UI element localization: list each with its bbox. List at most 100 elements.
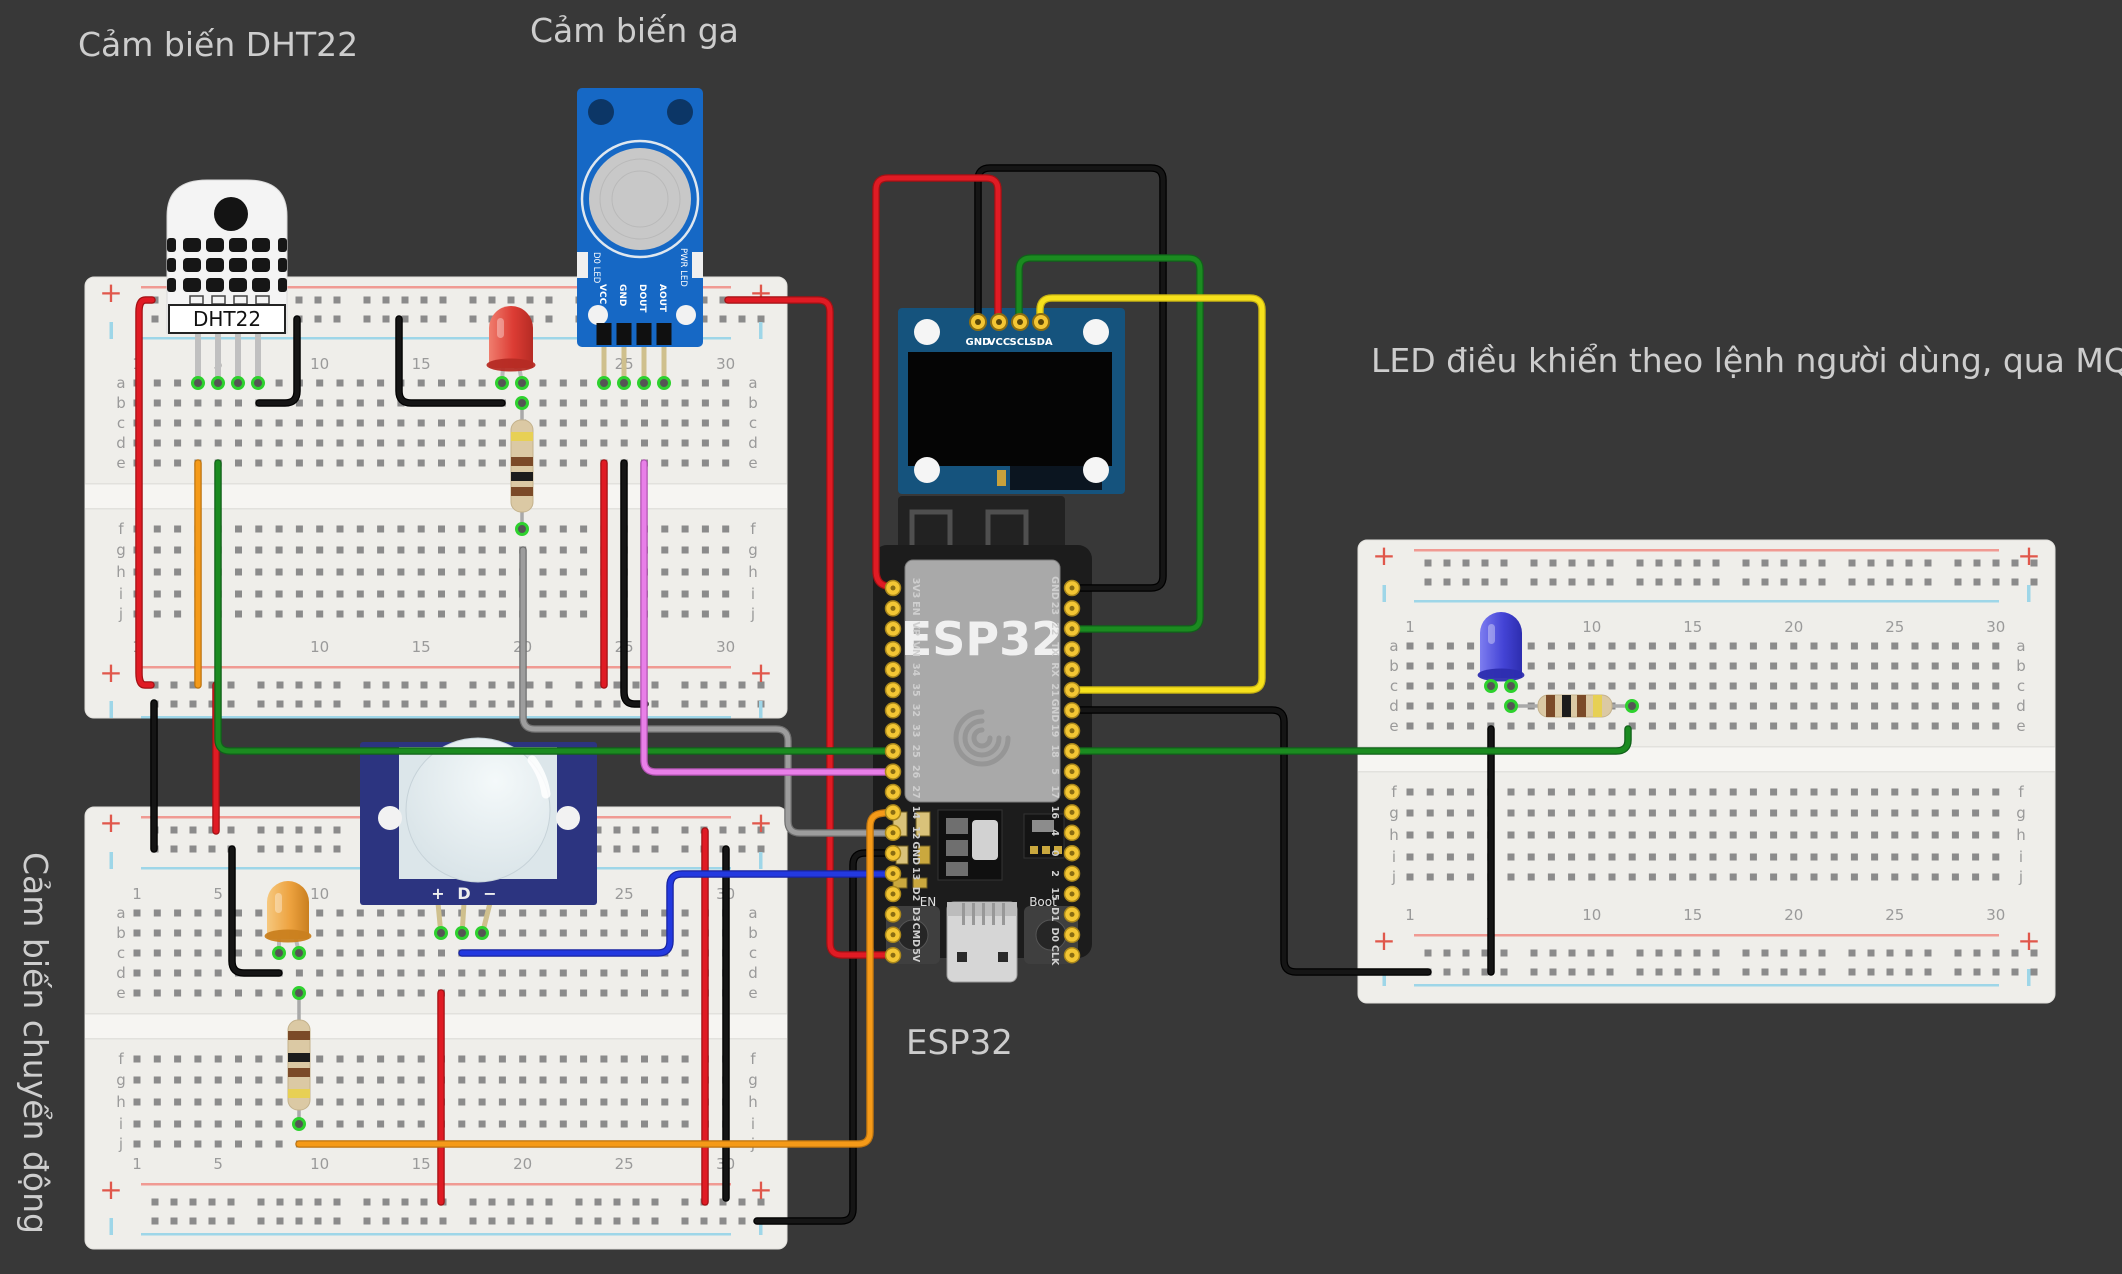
connection-ring <box>515 522 529 536</box>
wire-oled-sda[interactable] <box>1036 294 1266 694</box>
column-number: 10 <box>1582 906 1601 924</box>
wire-esp-gnd-left[interactable] <box>753 849 895 1225</box>
row-letter: d <box>2016 697 2026 715</box>
rail-minus-mark <box>109 701 113 718</box>
oled-mount-hole <box>1083 457 1109 483</box>
esp32-pin-label-right: GND <box>1049 576 1060 600</box>
connection-ring <box>515 396 529 410</box>
dht22-sensor[interactable]: DHT22 <box>166 179 288 385</box>
wire-rail-link-red[interactable] <box>135 296 156 689</box>
wire-oled-gnd[interactable] <box>974 164 1167 592</box>
resistor-band <box>1577 695 1586 717</box>
wire-pir-data-gpio13[interactable] <box>458 870 895 957</box>
pir-pin-label: + <box>431 884 444 903</box>
column-number: 10 <box>310 638 329 656</box>
esp32-pin-label-left: 27 <box>910 785 921 798</box>
resistor-right[interactable] <box>1512 694 1631 718</box>
column-number: 25 <box>1885 906 1904 924</box>
row-letter: a <box>116 904 125 922</box>
column-number: 20 <box>1784 618 1803 636</box>
motion-sensor-label[interactable]: Cảm biến chuyển động <box>15 852 55 1234</box>
esp32-shield <box>904 559 1061 803</box>
rail-plus-mark: + <box>99 276 122 309</box>
wire-dht-data-gpio25[interactable] <box>214 459 895 755</box>
esp32-pin-label-right: 2 <box>1049 870 1060 877</box>
rail-minus-mark <box>759 852 763 869</box>
blue-led[interactable] <box>1477 612 1525 688</box>
esp32-pin-label-right: 23 <box>1049 602 1060 615</box>
resistor-top[interactable] <box>510 403 534 528</box>
wire-gas-gnd-rail[interactable] <box>620 459 649 708</box>
wire-gray-gpio12[interactable] <box>519 546 895 837</box>
wire-gas-dout-gpio26[interactable] <box>640 459 895 776</box>
row-letter: e <box>116 984 125 1002</box>
connection-ring <box>617 376 631 390</box>
esp32-pin-label-left: 34 <box>910 663 921 677</box>
connection-ring <box>657 376 671 390</box>
resistor-band <box>1562 695 1571 717</box>
esp32-pin-label-right: 19 <box>1049 724 1060 737</box>
red-led[interactable] <box>486 306 536 385</box>
row-letter: j <box>1391 868 1396 886</box>
row-letter: e <box>748 454 757 472</box>
esp32-pin-label-right: 4 <box>1049 829 1060 836</box>
connection-ring <box>1504 699 1518 713</box>
rail-minus-mark <box>2027 585 2031 602</box>
wire-esp-gnd-right[interactable] <box>1066 706 1432 976</box>
esp32-pin-label-right: GND <box>1049 699 1060 723</box>
gas-pin-label: VCC <box>597 284 607 305</box>
rail-minus-mark <box>759 322 763 339</box>
row-letter: f <box>2018 783 2024 801</box>
row-letter: c <box>117 414 125 432</box>
wire-5v[interactable] <box>724 296 895 959</box>
row-letter: c <box>2017 677 2025 695</box>
connection-ring <box>231 376 245 390</box>
esp32-pin-label-left: D2 <box>910 887 921 902</box>
row-letter: b <box>1389 657 1399 675</box>
wire-red-led-gnd[interactable] <box>395 315 506 407</box>
column-number: 15 <box>412 638 431 656</box>
resistor-band <box>288 1068 310 1077</box>
layer-pins <box>884 313 1081 964</box>
wire-orange-led-gnd[interactable] <box>228 845 283 977</box>
resistor-band <box>511 487 533 496</box>
row-letter: e <box>1389 717 1398 735</box>
wire-oled-scl[interactable] <box>1015 254 1204 633</box>
rail-minus-mark <box>759 1218 763 1235</box>
column-number: 25 <box>615 885 634 903</box>
column-number: 15 <box>412 1155 431 1173</box>
connection-ring <box>637 376 651 390</box>
dht22-sensor-label[interactable]: Cảm biến DHT22 <box>78 25 359 64</box>
esp32-pin-label-left: 32 <box>910 704 921 717</box>
rail-minus-mark <box>759 701 763 718</box>
gas-sensor-label[interactable]: Cảm biến ga <box>530 11 739 50</box>
wire-dht-gnd-rail[interactable] <box>255 315 301 407</box>
row-letter: f <box>118 1050 124 1068</box>
pir-motion-sensor[interactable]: +D− <box>360 737 597 936</box>
row-letter: i <box>2019 848 2023 866</box>
esp32-pin-label-right: 16 <box>1049 806 1060 820</box>
wire-orange-gpio14[interactable] <box>295 808 895 1148</box>
orange-led[interactable] <box>264 881 312 955</box>
wire-gpio18-mqtt-led[interactable] <box>1066 725 1632 755</box>
column-number: 5 <box>213 1155 223 1173</box>
esp32-caption[interactable]: ESP32 <box>906 1023 1013 1063</box>
wire-oled-vcc[interactable] <box>872 174 1002 592</box>
row-letter: g <box>116 541 126 559</box>
connection-ring <box>515 376 529 390</box>
rail-plus-mark: + <box>749 276 772 309</box>
row-letter: i <box>751 585 755 603</box>
row-letter: g <box>116 1071 126 1089</box>
rail-plus-mark: + <box>2017 539 2040 572</box>
row-letter: i <box>119 585 123 603</box>
gas-pin-label: DOUT <box>637 284 647 313</box>
connection-ring <box>597 376 611 390</box>
breadboard-right[interactable]: ++++aabbccddeeffgghhiijj1155101015152020… <box>1357 539 2056 1004</box>
mqtt-led-label[interactable]: LED điều khiển theo lệnh người dùng, qua… <box>1371 341 2122 380</box>
esp32-pin-label-right: D1 <box>1049 907 1060 922</box>
row-letter: h <box>748 1093 758 1111</box>
